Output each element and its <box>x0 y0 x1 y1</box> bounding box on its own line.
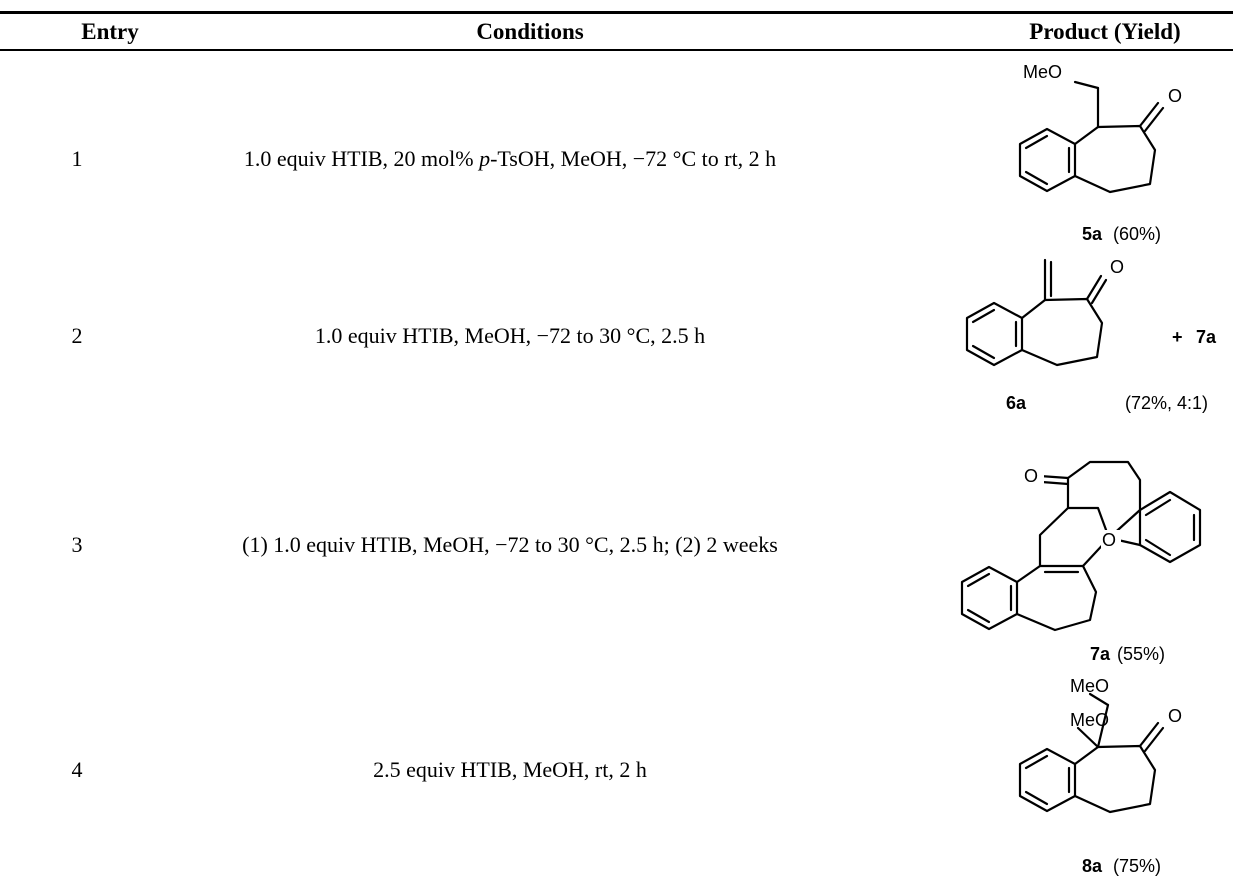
5a-meo-label: MeO <box>1023 62 1062 82</box>
conditions-3: (1) 1.0 equiv HTIB, MeOH, −72 to 30 °C, … <box>242 532 778 557</box>
conditions-1-italic: p <box>479 146 491 171</box>
structure-8a <box>1018 692 1165 814</box>
structure-5a <box>1018 80 1165 194</box>
header-conditions: Conditions <box>476 19 584 44</box>
table-top-rule <box>0 11 1233 14</box>
6a-id: 6a <box>1006 393 1027 413</box>
conditions-1-suffix: -TsOH, MeOH, −72 °C to rt, 2 h <box>490 146 777 171</box>
conditions-4: 2.5 equiv HTIB, MeOH, rt, 2 h <box>373 757 647 782</box>
6a-plus: + <box>1172 327 1183 347</box>
6a-second-product: 7a <box>1196 327 1217 347</box>
entry-2: 2 <box>71 323 83 348</box>
8a-yield: (75%) <box>1113 856 1161 876</box>
structure-6a <box>965 258 1108 367</box>
entry-1: 1 <box>71 146 83 171</box>
7a-carbonyl-o: O <box>1024 466 1038 486</box>
structure-7a <box>960 460 1202 632</box>
table-header-rule <box>0 49 1233 51</box>
8a-id: 8a <box>1082 856 1103 876</box>
header-product: Product (Yield) <box>1029 19 1181 44</box>
6a-yield: (72%, 4:1) <box>1125 393 1208 413</box>
conditions-2: 1.0 equiv HTIB, MeOH, −72 to 30 °C, 2.5 … <box>314 323 706 348</box>
7a-ring-o: O <box>1102 530 1116 550</box>
entry-3: 3 <box>71 532 83 557</box>
product-structures: MeO O 5a (60%) O + 7a 6a (72%, 4:1) O O … <box>960 62 1217 876</box>
conditions-1: 1.0 equiv HTIB, 20 mol% p-TsOH, MeOH, −7… <box>110 146 910 172</box>
5a-id: 5a <box>1082 224 1103 244</box>
8a-meo-label-2: MeO <box>1070 710 1109 730</box>
7a-id: 7a <box>1090 644 1111 664</box>
5a-carbonyl-o: O <box>1168 86 1182 106</box>
entry-4: 4 <box>71 757 83 782</box>
8a-carbonyl-o: O <box>1168 706 1182 726</box>
7a-yield: (55%) <box>1117 644 1165 664</box>
header-entry: Entry <box>81 19 139 44</box>
6a-carbonyl-o: O <box>1110 257 1124 277</box>
conditions-1-prefix: 1.0 equiv HTIB, 20 mol% <box>243 146 480 171</box>
8a-meo-label-1: MeO <box>1070 676 1109 696</box>
5a-yield: (60%) <box>1113 224 1161 244</box>
